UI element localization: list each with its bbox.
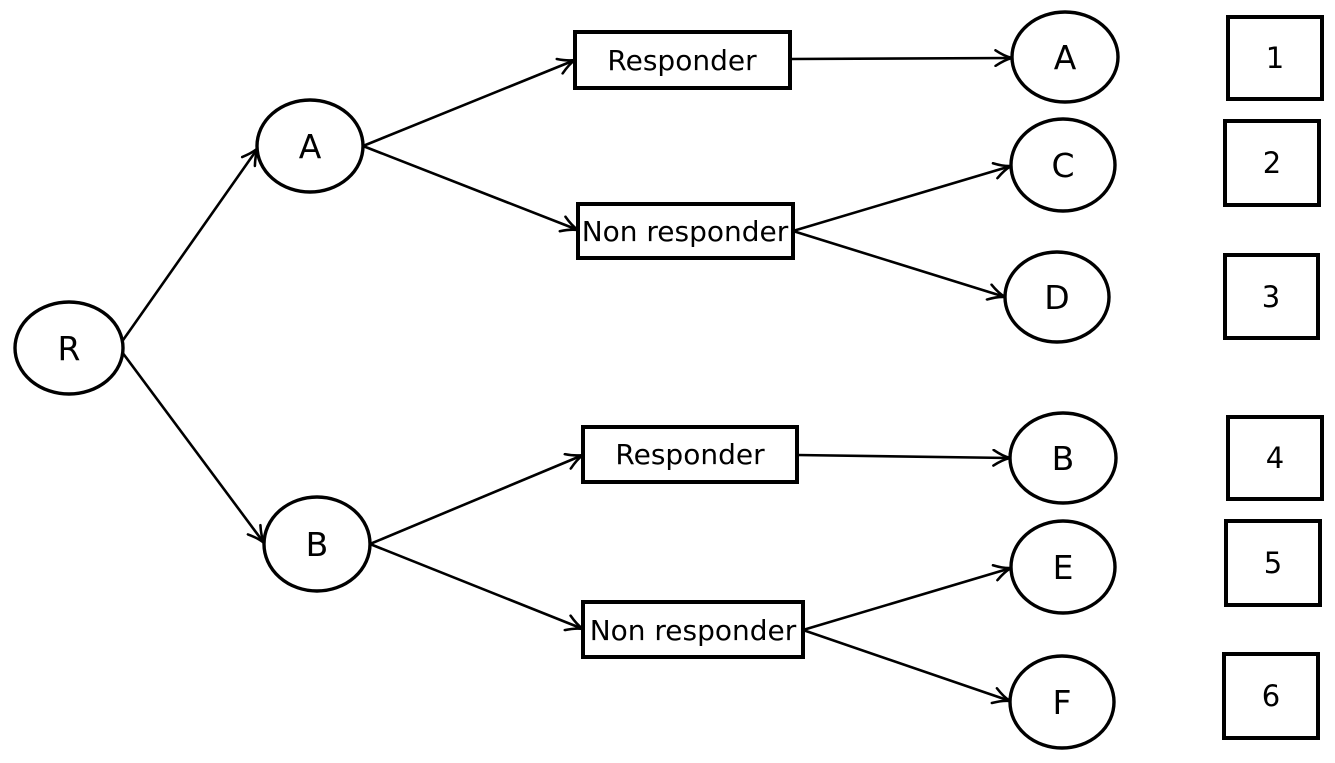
- box-nonresponder-a-label: Non responder: [582, 215, 789, 248]
- box-nonresponder-b: Non responder: [581, 600, 805, 659]
- node-stage1-a-circle: [255, 98, 365, 194]
- node-outcome-c-label: C: [1051, 146, 1074, 185]
- edge-responder-b-to-outcome-b: [796, 455, 1010, 458]
- path-number-2-label: 2: [1263, 146, 1281, 180]
- path-number-6-box: [1222, 652, 1320, 740]
- path-number-1: 1: [1226, 15, 1324, 101]
- node-root-r-label: R: [58, 329, 81, 368]
- node-outcome-e-circle: [1009, 519, 1117, 615]
- node-outcome-a: A: [1010, 10, 1120, 104]
- edge-nonresponder-b-to-outcome-f: [802, 628, 1010, 701]
- box-nonresponder-a: Non responder: [576, 202, 795, 260]
- node-root-r-circle: [13, 300, 125, 396]
- path-number-2: 2: [1223, 119, 1321, 207]
- path-number-3-box: [1223, 253, 1320, 340]
- node-outcome-d-label: D: [1044, 278, 1069, 317]
- node-stage1-b-circle: [262, 495, 372, 593]
- node-outcome-d-circle: [1003, 250, 1111, 344]
- node-outcome-a-circle: [1010, 10, 1120, 104]
- node-outcome-c-circle: [1009, 117, 1117, 213]
- node-outcome-e-label: E: [1053, 548, 1074, 587]
- node-outcome-c: C: [1009, 117, 1117, 213]
- node-outcome-b: B: [1008, 411, 1118, 505]
- box-responder-b-rect: [581, 425, 799, 484]
- node-root-r: R: [13, 300, 125, 396]
- node-stage1-b: B: [262, 495, 372, 593]
- edges-group: [119, 58, 1012, 701]
- node-outcome-f: F: [1008, 654, 1116, 750]
- path-number-4: 4: [1226, 415, 1324, 501]
- edge-nonresponder-b-to-outcome-e: [802, 568, 1011, 632]
- box-responder-a: Responder: [573, 30, 792, 90]
- edge-a-to-responder: [362, 60, 575, 148]
- edge-nonresponder-a-to-outcome-d: [792, 229, 1005, 297]
- path-number-5: 5: [1224, 519, 1322, 607]
- box-responder-b: Responder: [581, 425, 799, 484]
- path-number-4-label: 4: [1266, 441, 1284, 475]
- box-nonresponder-b-rect: [581, 600, 805, 659]
- path-number-6-label: 6: [1262, 679, 1280, 713]
- node-stage1-b-label: B: [306, 525, 329, 564]
- box-nonresponder-a-rect: [576, 202, 795, 260]
- edge-responder-a-to-outcome-a: [789, 58, 1012, 59]
- edge-r-to-a: [119, 148, 258, 344]
- node-outcome-d: D: [1003, 250, 1111, 344]
- node-stage1-a: A: [255, 98, 365, 194]
- path-number-1-label: 1: [1266, 41, 1284, 75]
- box-responder-a-label: Responder: [607, 44, 757, 77]
- edge-a-to-nonresponder: [362, 144, 578, 230]
- box-responder-a-rect: [573, 30, 792, 90]
- path-number-4-box: [1226, 415, 1324, 501]
- path-number-2-box: [1223, 119, 1321, 207]
- edge-b-to-nonresponder: [369, 542, 583, 629]
- node-outcome-a-label: A: [1054, 38, 1077, 77]
- box-responder-b-label: Responder: [615, 438, 765, 471]
- node-outcome-f-label: F: [1053, 683, 1072, 722]
- node-outcome-e: E: [1009, 519, 1117, 615]
- node-outcome-b-circle: [1008, 411, 1118, 505]
- node-stage1-a-label: A: [299, 127, 322, 166]
- path-number-3-label: 3: [1262, 280, 1280, 314]
- path-number-3: 3: [1223, 253, 1320, 340]
- path-number-5-box: [1224, 519, 1322, 607]
- path-number-6: 6: [1222, 652, 1320, 740]
- edge-r-to-b: [120, 351, 264, 543]
- box-nonresponder-b-label: Non responder: [590, 614, 797, 647]
- edge-nonresponder-a-to-outcome-c: [792, 166, 1011, 233]
- node-outcome-f-circle: [1008, 654, 1116, 750]
- path-number-1-box: [1226, 15, 1324, 101]
- node-outcome-b-label: B: [1052, 439, 1075, 478]
- edge-b-to-responder: [369, 455, 583, 546]
- path-number-5-label: 5: [1264, 546, 1282, 580]
